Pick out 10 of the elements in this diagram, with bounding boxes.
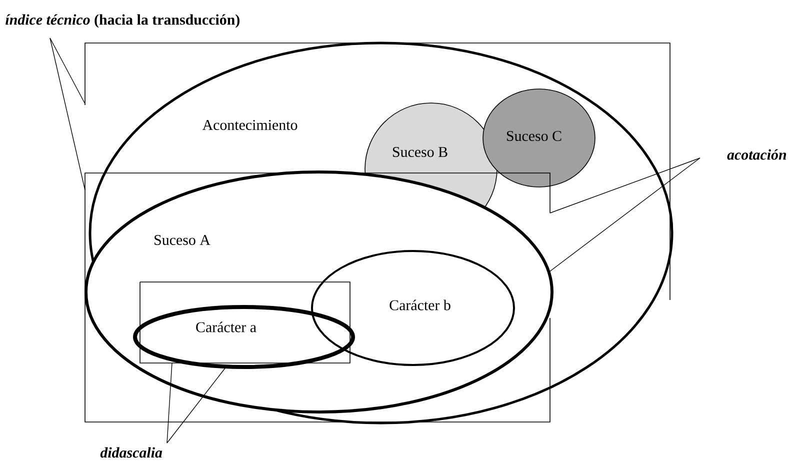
leader-line bbox=[50, 38, 85, 104]
frame-outline bbox=[140, 282, 350, 364]
leader-line bbox=[166, 366, 226, 444]
leader-line bbox=[166, 362, 172, 444]
label-text: índice técnico (hacia la transducción) bbox=[6, 14, 240, 28]
leader-line bbox=[50, 38, 86, 190]
leader-line bbox=[548, 158, 700, 272]
label-text: didascalia bbox=[100, 447, 162, 458]
leader-line bbox=[550, 158, 700, 214]
label-text: acotación bbox=[727, 149, 786, 160]
